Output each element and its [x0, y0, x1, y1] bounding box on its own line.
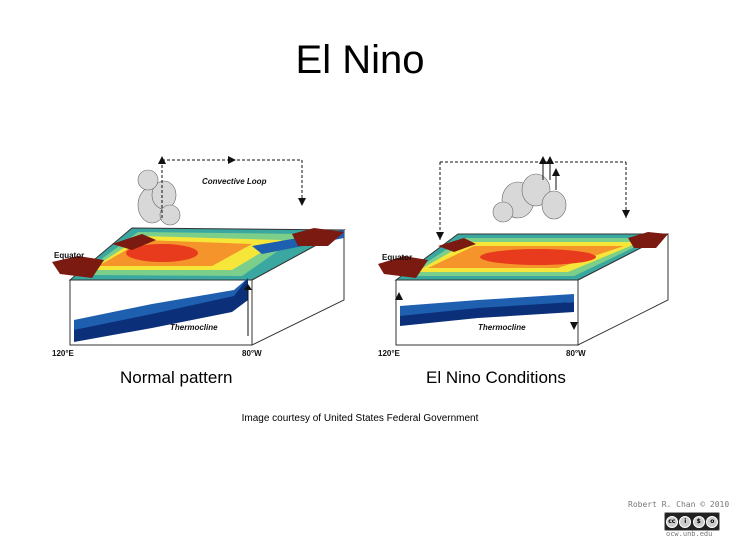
- east-land-mass: [628, 232, 668, 248]
- rising-air-arrows: [539, 156, 560, 176]
- up-arrow-icon: [395, 292, 403, 300]
- convective-loop: [161, 159, 303, 218]
- normal-pattern-illustration: Convective Loop Thermocline Equator 120°…: [52, 156, 346, 358]
- by-icon: i: [679, 515, 692, 528]
- up-arrow-icon: [158, 156, 166, 164]
- normal-pattern-caption: Normal pattern: [120, 368, 233, 387]
- equator-label: Equator: [382, 253, 412, 262]
- slide-title: El Nino: [295, 38, 425, 82]
- down-arrow-icon: [436, 232, 444, 240]
- warm-pool: [126, 244, 198, 262]
- equator-label: Equator: [54, 251, 84, 260]
- longitude-east-label: 80°W: [242, 349, 262, 358]
- thermocline-layer: [400, 294, 574, 316]
- thermocline-label: Thermocline: [478, 323, 526, 332]
- down-arrow-icon: [298, 198, 306, 206]
- down-arrow-icon: [622, 210, 630, 218]
- normal-pattern-diagram: Convective Loop Thermocline Equator 120°…: [52, 150, 352, 360]
- thermocline-layer: [74, 278, 248, 330]
- west-island: [438, 238, 476, 252]
- warm-pool: [480, 249, 596, 265]
- convection-cloud: [137, 169, 181, 226]
- down-arrow-icon: [570, 322, 578, 330]
- upwelling-arrow-icon: [244, 284, 252, 290]
- convective-loop-label: Convective Loop: [202, 177, 267, 186]
- nc-icon: $: [692, 515, 705, 528]
- convective-circulation: [439, 161, 627, 240]
- sa-icon: o: [706, 515, 719, 528]
- site-link[interactable]: ocw.unb.edu: [666, 530, 713, 538]
- author-notice: Robert R. Chan © 2010: [628, 500, 729, 509]
- convection-cloud: [492, 173, 567, 223]
- longitude-east-label: 80°W: [566, 349, 586, 358]
- east-land-mass: [292, 228, 344, 246]
- right-arrow-icon: [228, 156, 236, 164]
- west-land-mass: [52, 256, 104, 278]
- cc-icon: cc: [665, 515, 678, 528]
- image-credit: Image courtesy of United States Federal …: [241, 413, 479, 424]
- el-nino-conditions-caption: El Nino Conditions: [426, 368, 566, 387]
- deep-water: [400, 302, 574, 326]
- thermocline-label: Thermocline: [170, 323, 218, 332]
- el-nino-illustration: Thermocline Equator 120°E 80°W: [378, 156, 669, 358]
- el-nino-conditions-diagram: Thermocline Equator 120°E 80°W: [378, 150, 678, 360]
- west-land-mass: [378, 256, 428, 278]
- rising-air-lines: [542, 164, 557, 190]
- creative-commons-badge[interactable]: cc i $ o: [664, 512, 720, 531]
- west-island: [112, 234, 156, 250]
- longitude-west-label: 120°E: [378, 349, 401, 358]
- longitude-west-label: 120°E: [52, 349, 75, 358]
